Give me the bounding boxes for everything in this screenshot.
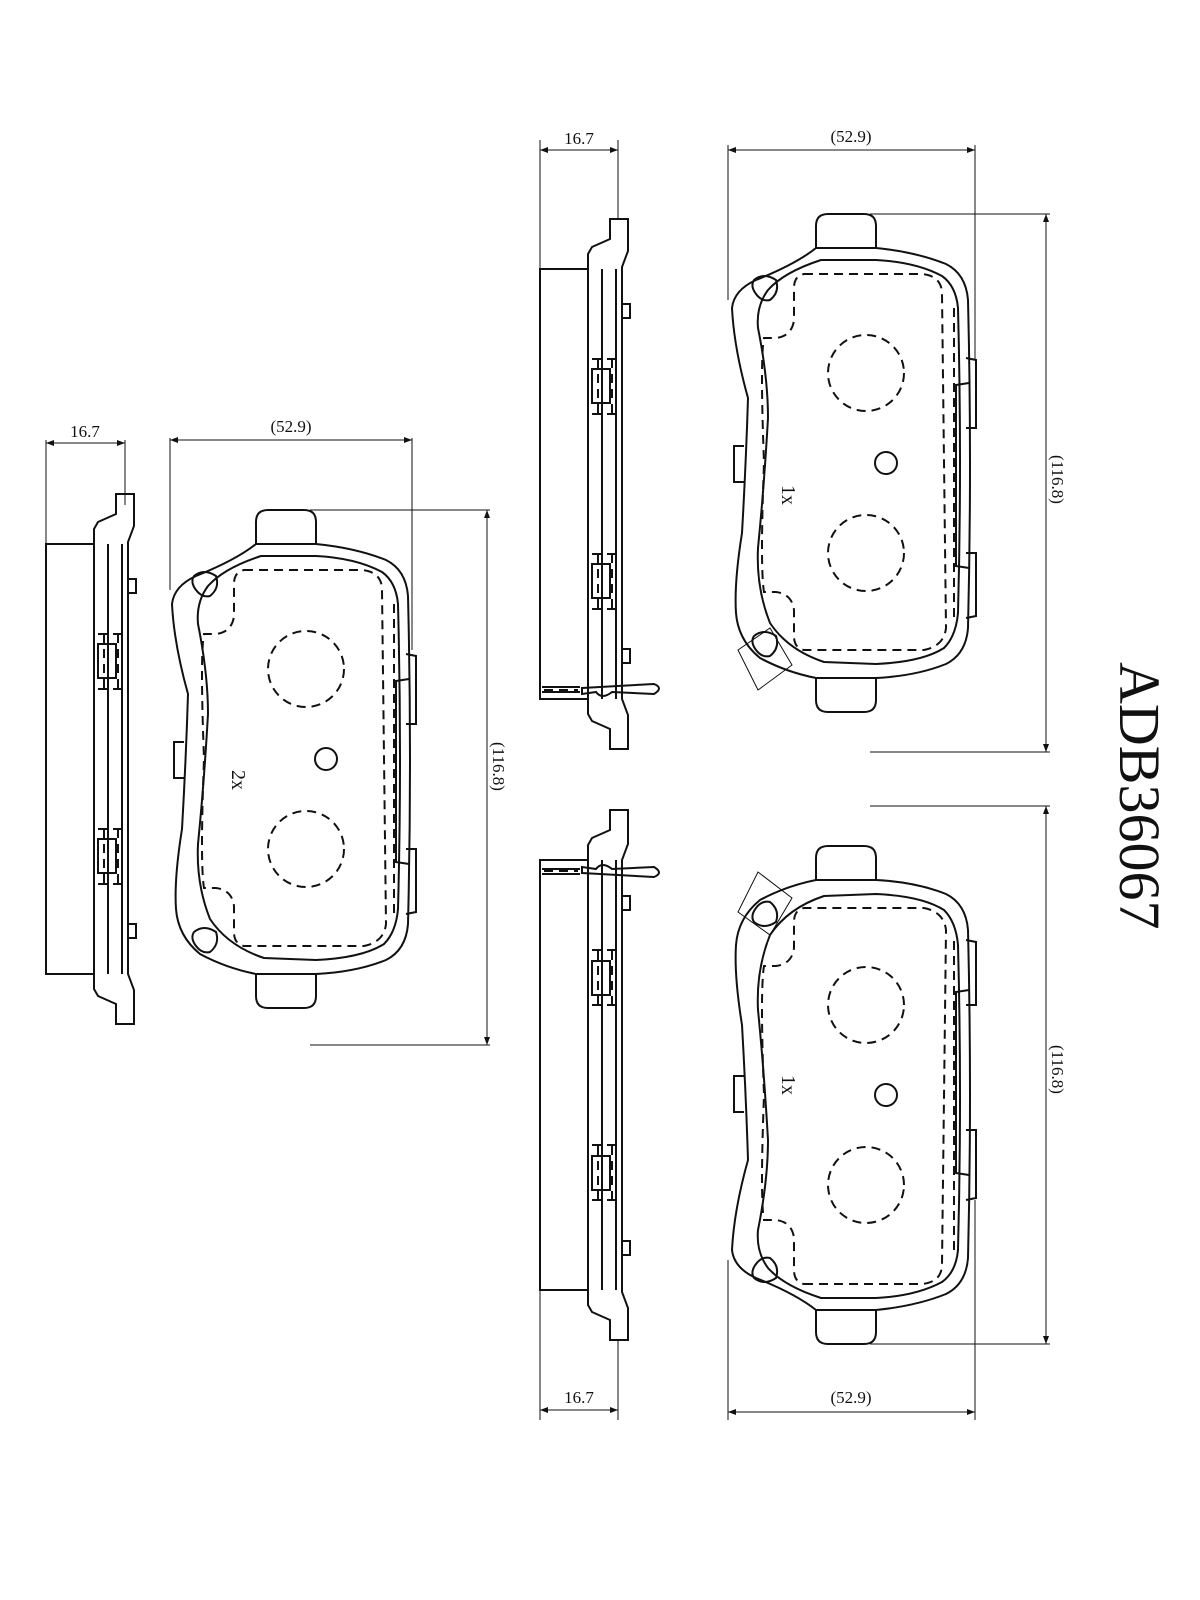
top-right-thickness-dimension: 16.7 [539, 129, 619, 280]
bottom-right-pad-side [539, 809, 631, 1341]
part-number: ADB36067 [1107, 662, 1172, 929]
top-right-length-label: (116.8) [1048, 455, 1067, 504]
left-width-dimension: (52.9) [169, 417, 413, 650]
top-right-sensor-outline [737, 627, 793, 691]
top-right-view: 1x 16.7 (52.9) (116.8) [539, 127, 1067, 753]
left-thickness-label: 16.7 [70, 422, 100, 441]
top-right-wear-clip [541, 683, 660, 697]
left-length-label: (116.8) [489, 742, 508, 791]
top-right-thickness-label: 16.7 [564, 129, 594, 148]
left-quantity: 2x [227, 770, 249, 790]
bottom-right-thickness-label: 16.7 [564, 1388, 594, 1407]
bottom-right-length-dimension: (116.8) [870, 805, 1067, 1345]
left-length-dimension: (116.8) [310, 509, 508, 1046]
bottom-right-wear-clip [541, 864, 660, 878]
left-pad-side [45, 493, 137, 1025]
left-width-label: (52.9) [270, 417, 311, 436]
top-right-length-dimension: (116.8) [870, 213, 1067, 753]
top-right-pad-face [731, 213, 977, 713]
top-right-quantity: 1x [777, 485, 799, 505]
top-right-pad-side [539, 218, 631, 750]
bottom-right-length-label: (116.8) [1048, 1045, 1067, 1094]
bottom-right-quantity: 1x [777, 1075, 799, 1095]
bottom-right-width-label: (52.9) [830, 1388, 871, 1407]
bottom-right-pad-face [731, 845, 977, 1345]
left-thickness-dimension: 16.7 [45, 422, 126, 560]
left-pad-face [171, 509, 417, 1009]
bottom-right-thickness-dimension: 16.7 [539, 1290, 619, 1420]
bottom-right-width-dimension: (52.9) [727, 1200, 976, 1420]
bottom-right-view: 1x 16.7 (52.9) (116.8) [539, 805, 1067, 1420]
left-view: 2x 16.7 (52.9) (116.8) [45, 417, 508, 1046]
bottom-right-sensor-outline [737, 871, 793, 936]
top-right-width-dimension: (52.9) [727, 127, 976, 360]
top-right-width-label: (52.9) [830, 127, 871, 146]
